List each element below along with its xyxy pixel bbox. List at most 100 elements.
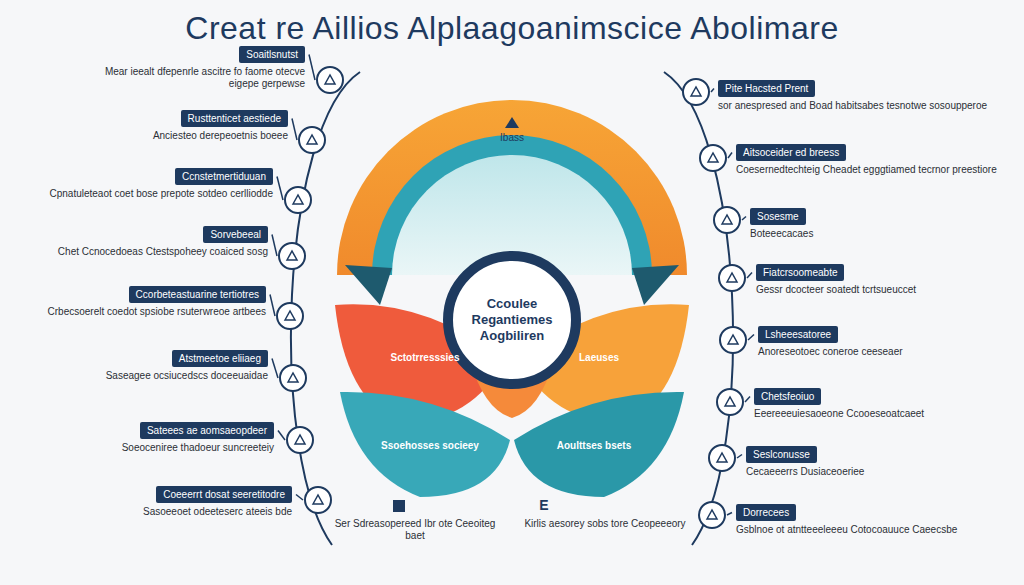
- leader-line: [270, 295, 275, 317]
- orange-dome: [337, 100, 687, 275]
- note-label: Ser Sdreasopereed Ibr ote Ceeoiteg baet: [330, 518, 500, 542]
- callout-text: Crbecsoerelt coedot spsiobe rsuterwreoe …: [30, 306, 266, 318]
- callout-heading: Soaitlsnutst: [239, 46, 305, 63]
- callout-box: Coeeerrt dosat seeretitodreSasoeeoet ode…: [60, 484, 292, 518]
- leader-line: [748, 335, 754, 341]
- center-title: Ccoulee Regantiemes Aogbiliren: [464, 296, 560, 344]
- leader-line: [292, 119, 297, 141]
- shape-label-box: Sctotrresssies: [370, 352, 480, 364]
- icon-badge: [720, 327, 746, 353]
- icon-badge: [683, 79, 709, 105]
- callout-box: CcnstetmertiduuanCpnatuleteaot coet bose…: [30, 166, 273, 200]
- shape-label: Sctotrresssies: [370, 352, 480, 364]
- leader-line: [747, 273, 752, 279]
- callout-heading: Aitsoceider ed breess: [736, 144, 846, 161]
- icon-badge: [700, 145, 726, 171]
- callout-box: SosesmeBoteeecacaes: [750, 206, 1010, 240]
- leader-line: [309, 55, 315, 81]
- callout-text: Mear ieealt dfepenrle ascitre fo faome o…: [90, 66, 305, 90]
- callout-box: SeslconusseCecaeeerrs Dusiaceoeriee: [746, 444, 1010, 478]
- callout-heading: Sosesme: [750, 208, 806, 225]
- note-label: Kirlis aesorey sobs tore Ceopeeeory: [520, 518, 690, 530]
- callout-text: Coesernedtechteig Cheadet egggtiamed tec…: [736, 164, 1010, 176]
- callout-box: SoaitlsnutstMear ieealt dfepenrle ascitr…: [90, 44, 305, 90]
- note-label: E: [534, 499, 554, 511]
- callout-text: Saseagee ocsiucedscs doceeuaidae: [60, 370, 268, 382]
- callout-heading: Ccorbeteastuarine tertiotres: [129, 286, 266, 303]
- square-mark: [393, 500, 405, 512]
- callout-heading: Sorvebeeal: [203, 226, 268, 243]
- icon-badge: [717, 389, 743, 415]
- callout-box: LsheeesatoreeAnoreseotoec coneroe ceesea…: [758, 324, 1010, 358]
- icon-badge: [277, 303, 303, 329]
- callout-heading: Ccnstetmertiduuan: [175, 168, 273, 185]
- callout-text: Boteeecacaes: [750, 228, 1010, 240]
- icon-badge: [699, 502, 725, 528]
- callout-text: sor anespresed and Boad habitsabes tesno…: [718, 100, 1010, 112]
- triangle-mark: [505, 117, 519, 128]
- callout-heading: Fiatcrsoomeabte: [756, 264, 844, 281]
- callout-heading: Dorrecees: [736, 504, 796, 521]
- leader-line: [737, 455, 742, 459]
- callout-box: DorreceesGsblnoe ot atntteeeleeeu Cotoco…: [736, 502, 1010, 536]
- shape-label: Aoulttses bsets: [536, 440, 652, 452]
- callout-text: Eeereeeuiesaoeone Ccooeseoatcaeet: [754, 408, 1010, 420]
- icon-badge: [285, 187, 311, 213]
- callout-box: ChetsfeoiuoEeereeeuiesaoeone Ccooeseoatc…: [754, 386, 1010, 420]
- leader-line: [272, 235, 277, 257]
- icon-badge: [280, 365, 306, 391]
- teal-leaf: [514, 392, 684, 497]
- callout-box: Sateees ae aomsaeopdeerSoeoceniree thado…: [30, 420, 274, 454]
- callout-text: Gessr dcocteer soatedt tcrtsueuccet: [756, 284, 1010, 296]
- callout-box: Aitsoceider ed breessCoesernedtechteig C…: [736, 142, 1010, 176]
- leader-line: [728, 153, 732, 159]
- icon-badge: [279, 243, 305, 269]
- note-label: Ibass: [470, 132, 554, 144]
- icon-badge: [299, 127, 325, 153]
- icon-badge: [305, 487, 331, 513]
- callout-text: Sasoeeoet odeeteserc ateeis bde: [60, 506, 292, 518]
- callout-box: Atstmeetoe eliiaegSaseagee ocsiucedscs d…: [60, 348, 268, 382]
- shape-label: Laeuses: [544, 352, 654, 364]
- callout-heading: Chetsfeoiuo: [754, 388, 821, 405]
- callout-heading: Rusttenticet aestiede: [181, 110, 288, 127]
- center-circle: Ccoulee Regantiemes Aogbiliren: [442, 250, 582, 390]
- callout-heading: Pite Hacsted Prent: [718, 80, 815, 97]
- callout-box: Rusttenticet aestiedeAnciesteo derepeoet…: [80, 108, 288, 142]
- callout-text: Anoreseotoec coneroe ceeseaer: [758, 346, 1010, 358]
- icon-badge: [287, 427, 313, 453]
- callout-heading: Sateees ae aomsaeopdeer: [140, 422, 274, 439]
- leader-line: [711, 89, 714, 93]
- icon-badge: [709, 445, 735, 471]
- callout-heading: Lsheeesatoree: [758, 326, 838, 343]
- leader-line: [272, 359, 278, 379]
- icon-badge: [719, 265, 745, 291]
- callout-heading: Coeeerrt dosat seeretitodre: [156, 486, 292, 503]
- callout-heading: Seslconusse: [746, 446, 817, 463]
- icon-badge: [317, 67, 343, 93]
- teal-leaf: [340, 392, 510, 497]
- callout-box: SorvebeealChet Ccnocedoeas Ctestspoheey …: [40, 224, 268, 258]
- callout-box: FiatcrsoomeabteGessr dcocteer soatedt tc…: [756, 262, 1010, 296]
- leader-line: [742, 217, 746, 221]
- leader-line: [278, 431, 285, 441]
- leader-line: [296, 495, 303, 501]
- callout-heading: Atstmeetoe eliiaeg: [172, 350, 268, 367]
- callout-text: Soeoceniree thadoeur suncreeteiy: [30, 442, 274, 454]
- callout-text: Cpnatuleteaot coet bose prepote sotdeo c…: [30, 188, 273, 200]
- shape-label-box: Aoulttses bsets: [536, 440, 652, 452]
- callout-text: Cecaeeerrs Dusiaceoeriee: [746, 466, 1010, 478]
- callout-text: Gsblnoe ot atntteeeleeeu Cotocoauuce Cae…: [736, 524, 1010, 536]
- leader-line: [745, 397, 750, 403]
- shape-label-box: Ssoehosses socieey: [372, 440, 488, 452]
- fold: [632, 265, 679, 305]
- title: Creat re Aillios Alplaagoanimscice Aboli…: [0, 10, 1024, 47]
- fold: [345, 265, 392, 305]
- leader-line: [727, 513, 732, 516]
- shape-label: Ssoehosses socieey: [372, 440, 488, 452]
- leader-line: [277, 177, 283, 201]
- callout-box: Pite Hacsted Prent sor anespresed and Boa…: [718, 78, 1010, 112]
- callout-text: Chet Ccnocedoeas Ctestspoheey coaiced so…: [40, 246, 268, 258]
- callout-box: Ccorbeteastuarine tertiotresCrbecsoerelt…: [30, 284, 266, 318]
- icon-badge: [714, 207, 740, 233]
